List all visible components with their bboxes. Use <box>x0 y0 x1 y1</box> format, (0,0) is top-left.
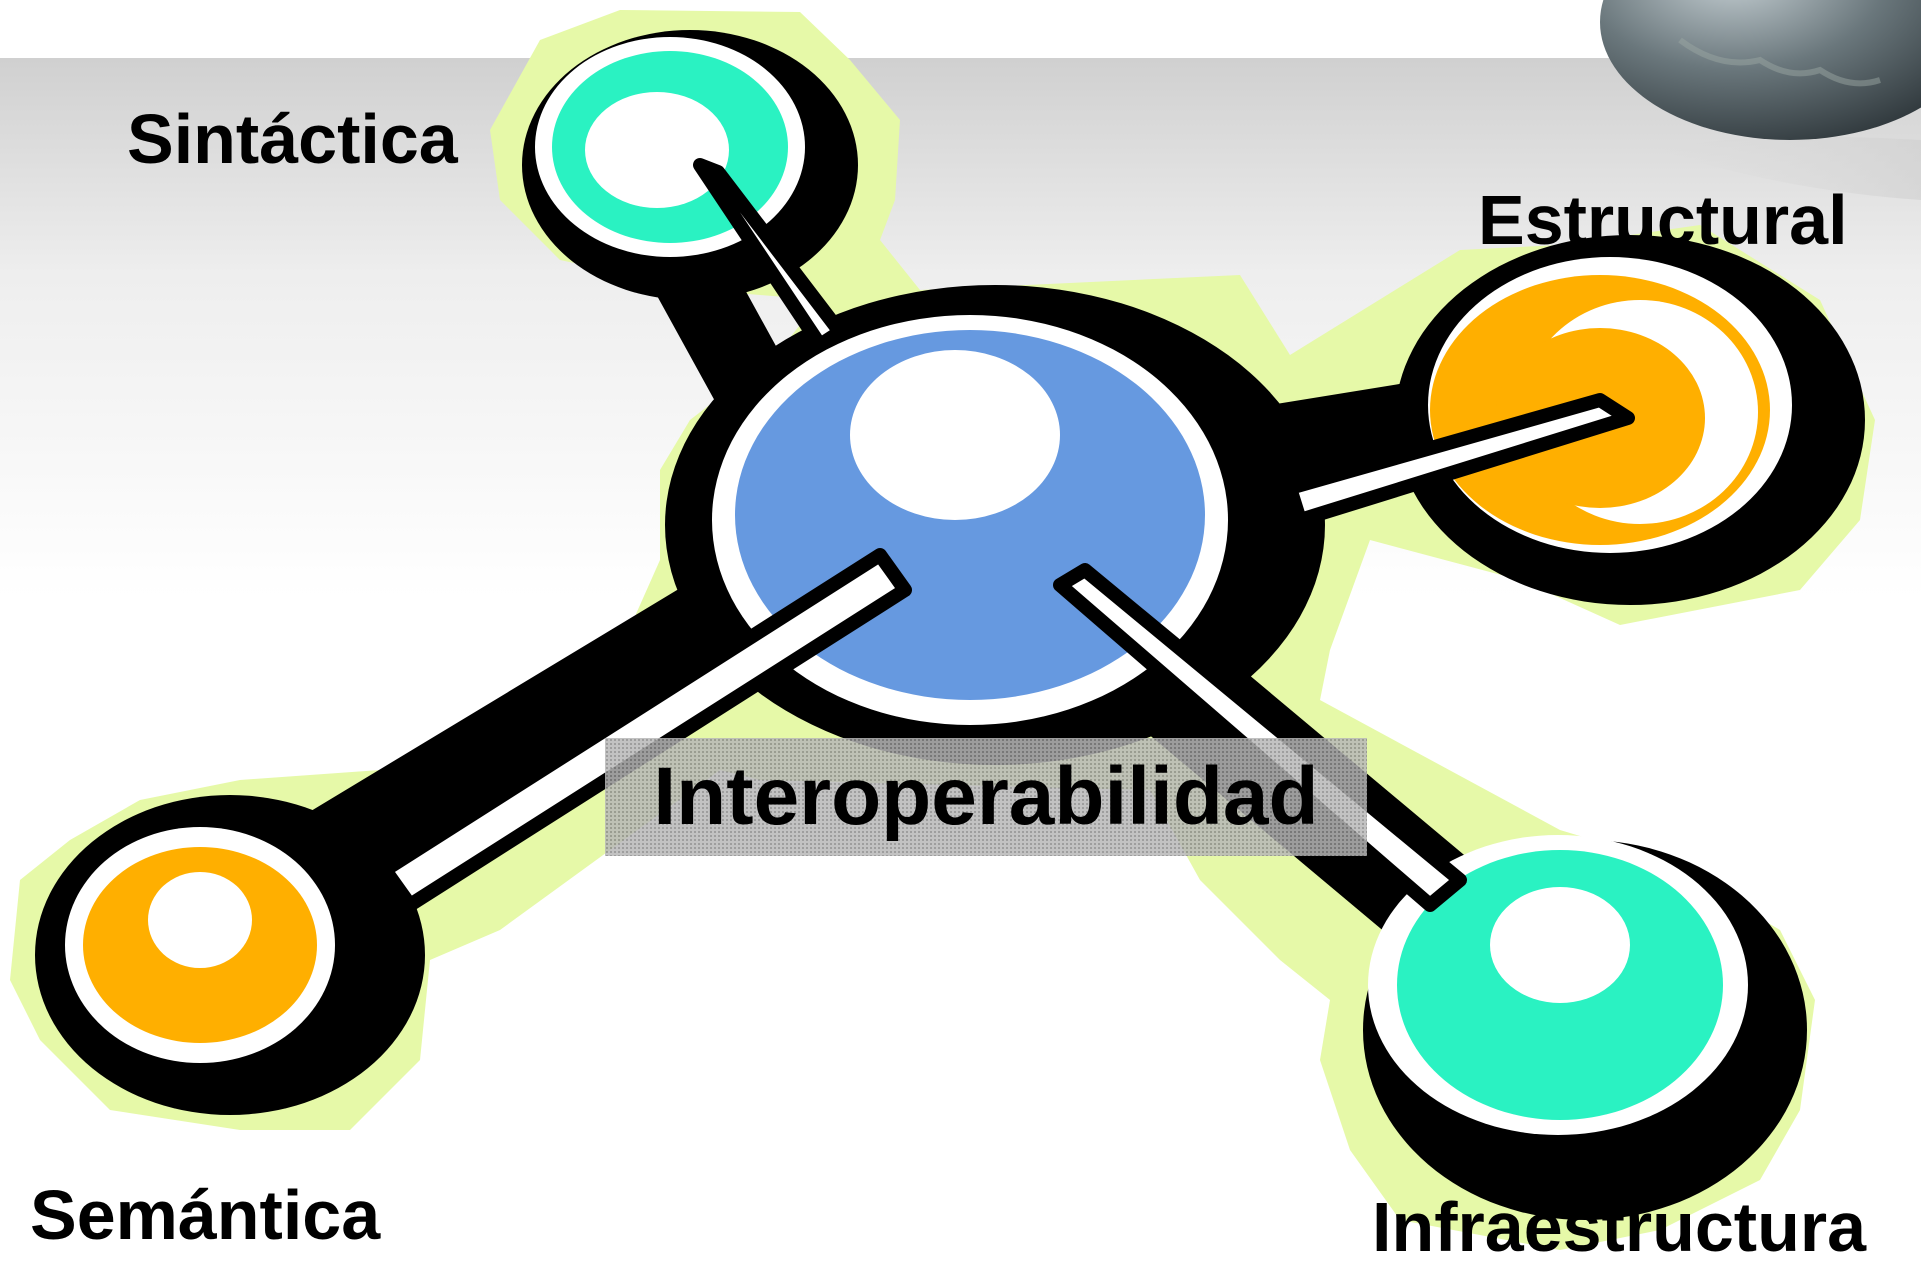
spoke-estructural <box>1283 393 1635 527</box>
globe-icon <box>1600 0 1921 200</box>
center-label: Interoperabilidad <box>605 738 1367 856</box>
node-label-semantica: Semántica <box>30 1176 381 1254</box>
node-label-infraestructura: Infraestructura <box>1372 1188 1867 1266</box>
node-label-estructural: Estructural <box>1478 181 1848 259</box>
spoke-sintactica <box>693 158 847 352</box>
center-label-text: Interoperabilidad <box>653 751 1319 842</box>
node-label-sintactica: Sintáctica <box>127 100 458 178</box>
node-infraestructura <box>1363 835 1807 1220</box>
center-label-shade <box>605 738 1367 856</box>
node-semantica <box>35 795 425 1115</box>
spoke-semantica <box>378 548 912 912</box>
node-sintactica <box>522 30 858 300</box>
